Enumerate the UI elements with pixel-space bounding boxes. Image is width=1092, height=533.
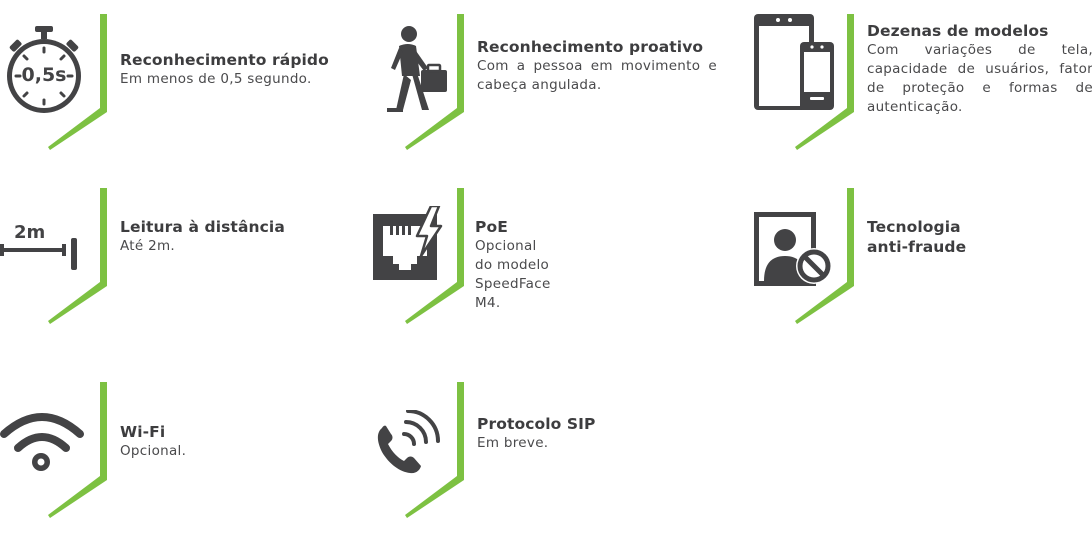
feature-description: Opcional. bbox=[120, 443, 187, 459]
feature-description: Em breve. bbox=[477, 435, 549, 451]
distance-icon: 2m bbox=[0, 220, 80, 272]
wifi-icon bbox=[0, 406, 84, 474]
accent-bracket bbox=[795, 14, 857, 150]
feature-description: Em menos de 0,5 segundo. bbox=[120, 71, 312, 87]
accent-bracket bbox=[405, 188, 467, 324]
feature-title: Tecnologia anti-fraude bbox=[867, 218, 967, 256]
accent-bracket bbox=[795, 188, 857, 324]
anti-fraud-photo-icon bbox=[754, 212, 834, 288]
stopwatch-label: 0,5s bbox=[21, 64, 67, 86]
devices-icon bbox=[752, 12, 836, 112]
feature-title: Wi-Fi bbox=[120, 423, 166, 441]
accent-bracket bbox=[405, 14, 467, 150]
feature-title: Protocolo SIP bbox=[477, 415, 596, 433]
distance-label: 2m bbox=[14, 222, 46, 243]
feature-title: Leitura à distância bbox=[120, 218, 285, 236]
feature-title: PoE bbox=[475, 218, 508, 236]
feature-title: Reconhecimento proativo bbox=[477, 38, 704, 56]
feature-description-line-1: Opcional do modelo bbox=[475, 238, 550, 273]
feature-description: Até 2m. bbox=[120, 238, 176, 254]
ethernet-port-icon bbox=[373, 206, 449, 282]
stopwatch-icon: 0,5s bbox=[4, 24, 84, 116]
accent-bracket bbox=[48, 382, 110, 518]
walking-person-briefcase-icon bbox=[384, 24, 450, 114]
feature-title: Dezenas de modelos bbox=[867, 22, 1049, 40]
feature-description: Com a pessoa em movimento e cabeça angul… bbox=[477, 58, 717, 93]
feature-description-line-2: SpeedFace M4. bbox=[475, 276, 551, 311]
feature-description: Com variações de tela, capacidade de usu… bbox=[867, 42, 1092, 115]
accent-bracket bbox=[48, 188, 110, 324]
feature-title: Reconhecimento rápido bbox=[120, 51, 329, 69]
accent-bracket bbox=[405, 382, 467, 518]
accent-bracket bbox=[48, 14, 110, 150]
phone-call-icon bbox=[374, 410, 444, 476]
